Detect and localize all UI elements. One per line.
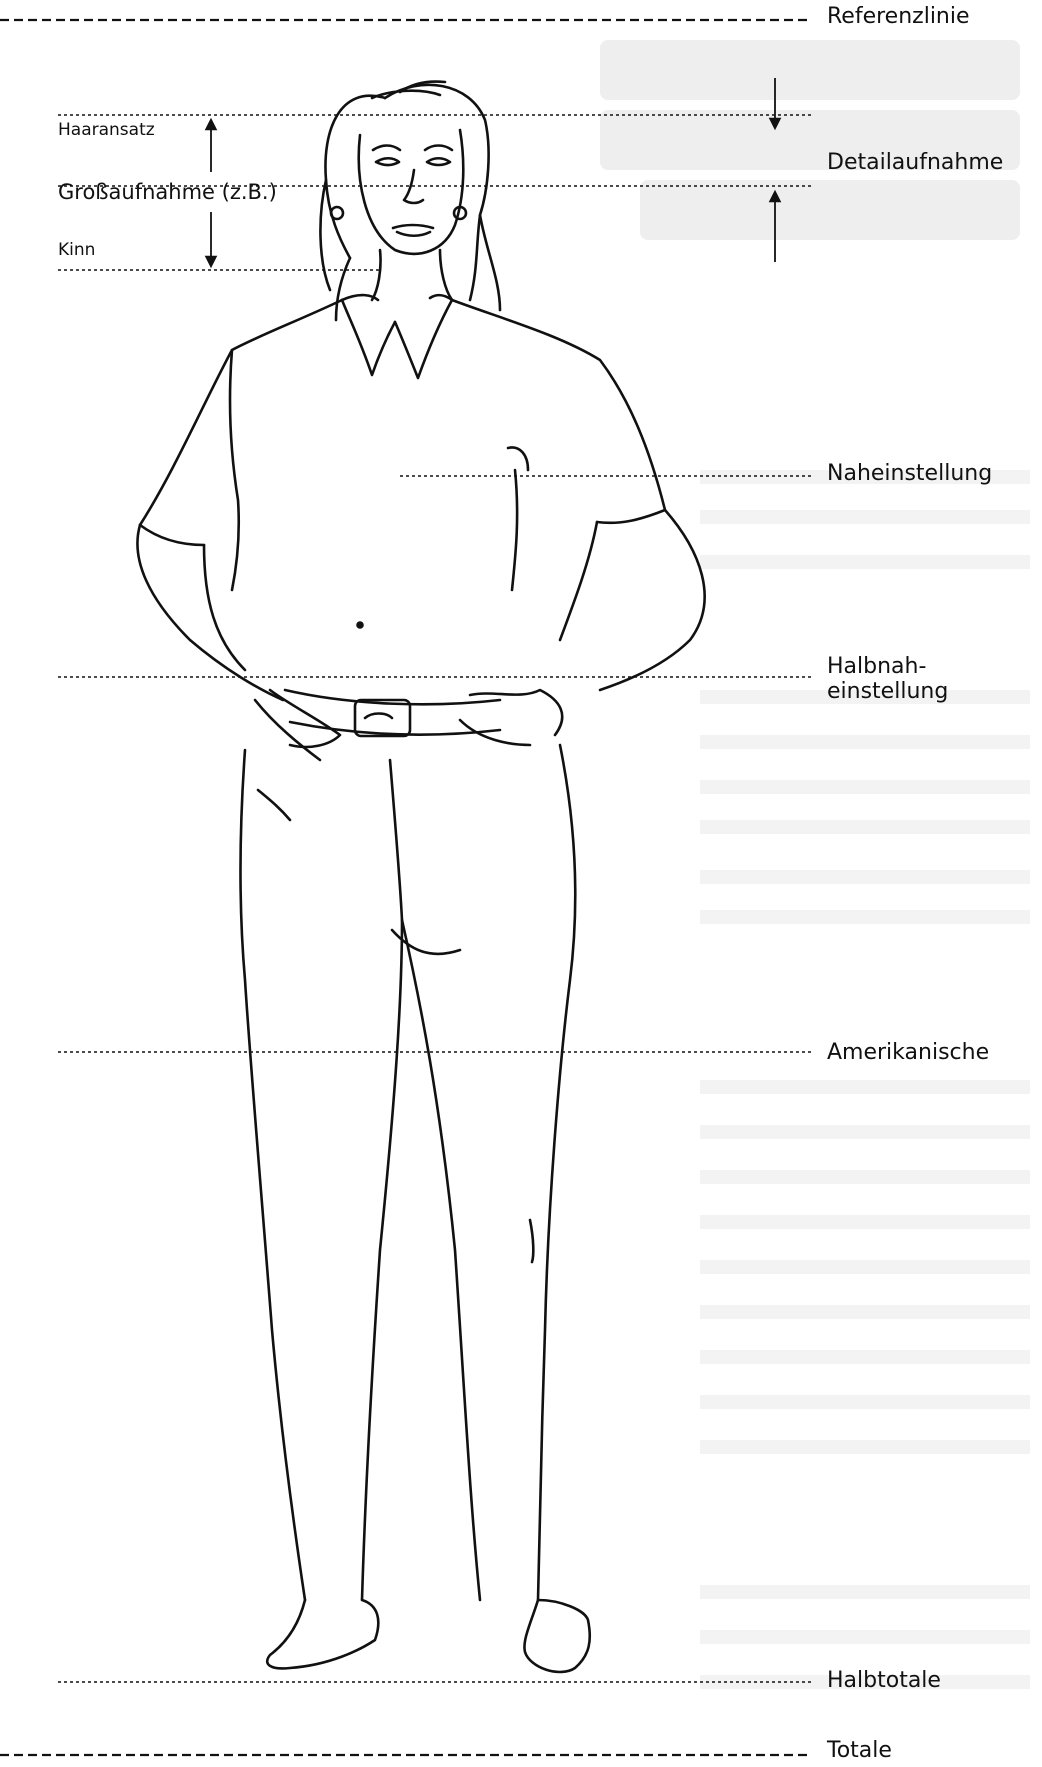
label-haaransatz: Haaransatz: [58, 121, 155, 141]
label-amerikanische: Amerikanische: [827, 1040, 989, 1065]
label-kinn: Kinn: [58, 241, 95, 261]
label-referenzlinie: Referenzlinie: [827, 4, 970, 29]
woman-figure: [137, 82, 704, 1672]
label-halbtotale: Halbtotale: [827, 1668, 941, 1693]
label-naheinstellung: Naheinstellung: [827, 461, 992, 486]
label-halbnah-einstellung: Halbnah- einstellung: [827, 654, 948, 705]
background-ghost-text: [600, 40, 1020, 240]
label-grossaufnahme: Großaufnahme (z.B.): [58, 180, 277, 204]
label-detailaufnahme: Detailaufnahme: [827, 150, 1003, 175]
background-ghost-lines: [700, 470, 1030, 1689]
label-totale: Totale: [827, 1738, 892, 1763]
